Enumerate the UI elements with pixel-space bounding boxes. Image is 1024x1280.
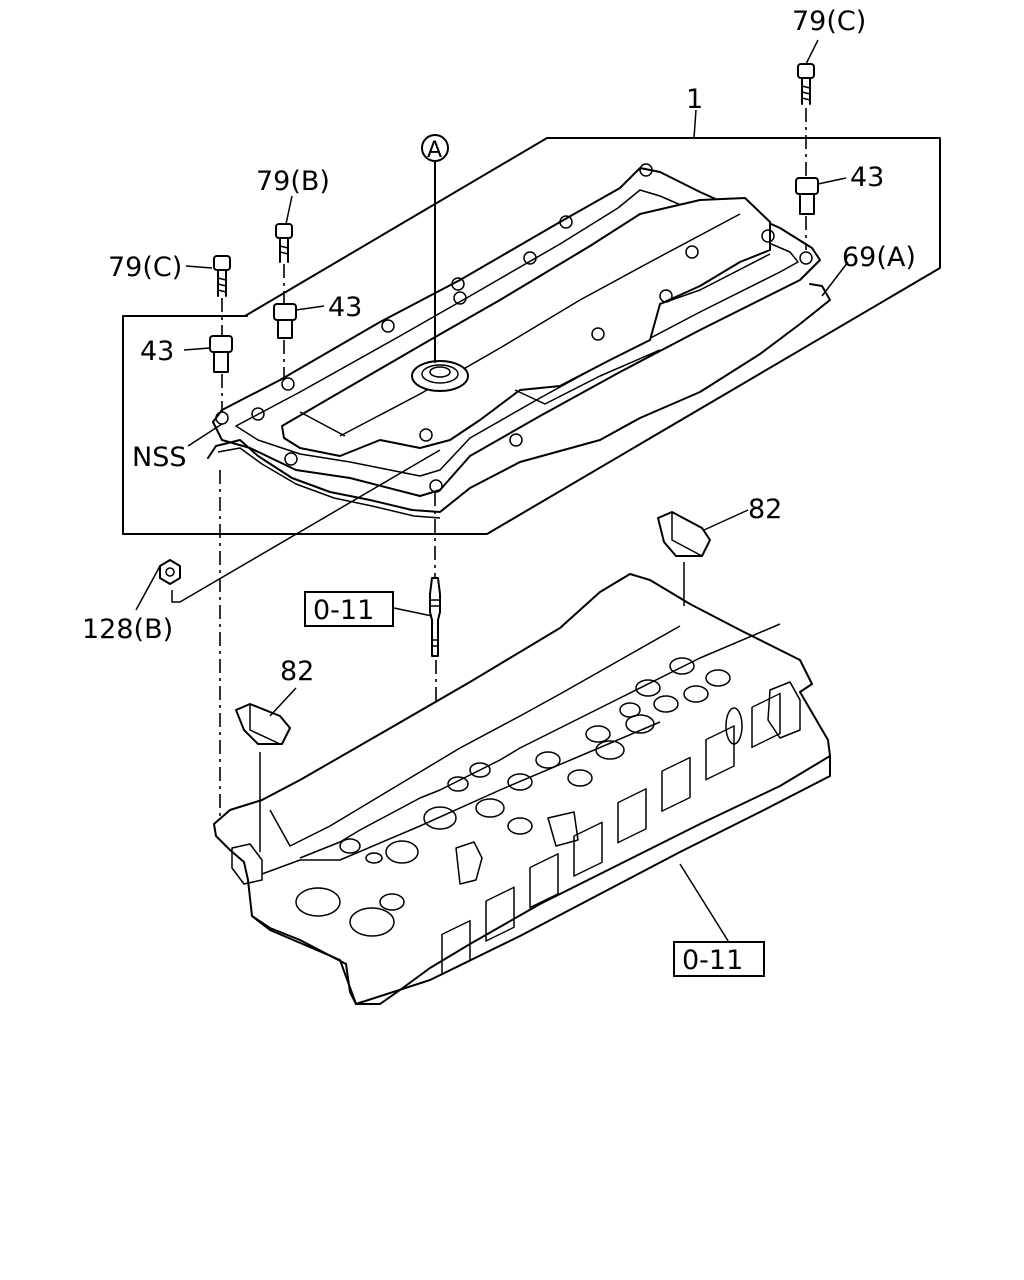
- collar-43-right: [795, 177, 819, 215]
- ref-box-upper-label: 0-11: [313, 595, 374, 626]
- callout-part-43-mid: 43: [328, 292, 362, 323]
- key-82-top: [657, 511, 711, 606]
- valve-holes: [295, 657, 731, 937]
- callout-part-82-top: 82: [748, 494, 782, 525]
- ref-box-lower-label: 0-11: [682, 945, 743, 976]
- bolt-79c-top: [797, 63, 815, 105]
- callout-part-43-right: 43: [850, 162, 884, 193]
- key-82-left: [235, 703, 291, 852]
- side-ports: [441, 692, 781, 976]
- stud: [429, 577, 441, 657]
- cover-bolt-holes: [215, 163, 813, 493]
- cylinder-head: [213, 573, 831, 1005]
- bolt-79b: [275, 223, 293, 263]
- kit-frame: [122, 137, 941, 535]
- collar-43-mid: [273, 303, 297, 339]
- callout-part-79b: 79(B): [256, 166, 330, 197]
- ref-box-lower[interactable]: 0-11: [673, 941, 765, 977]
- callout-part-79c-top: 79(C): [792, 6, 866, 37]
- callout-part-1: 1: [686, 84, 703, 115]
- callout-ref-a: A: [427, 138, 442, 163]
- leader-lines: [135, 39, 849, 945]
- callout-part-128b: 128(B): [82, 614, 173, 645]
- callout-part-79c-left: 79(C): [108, 252, 182, 283]
- ref-box-upper[interactable]: 0-11: [304, 591, 394, 627]
- bolt-79c-left: [213, 255, 231, 297]
- callout-part-43-left: 43: [140, 336, 174, 367]
- collar-43-left: [209, 335, 233, 373]
- head-cover: [207, 163, 831, 519]
- ref-a-marker: [421, 134, 449, 363]
- callout-nss: NSS: [132, 442, 186, 473]
- nut-128b: [159, 449, 441, 603]
- callout-part-69a: 69(A): [842, 242, 916, 273]
- callout-part-82-left: 82: [280, 656, 314, 687]
